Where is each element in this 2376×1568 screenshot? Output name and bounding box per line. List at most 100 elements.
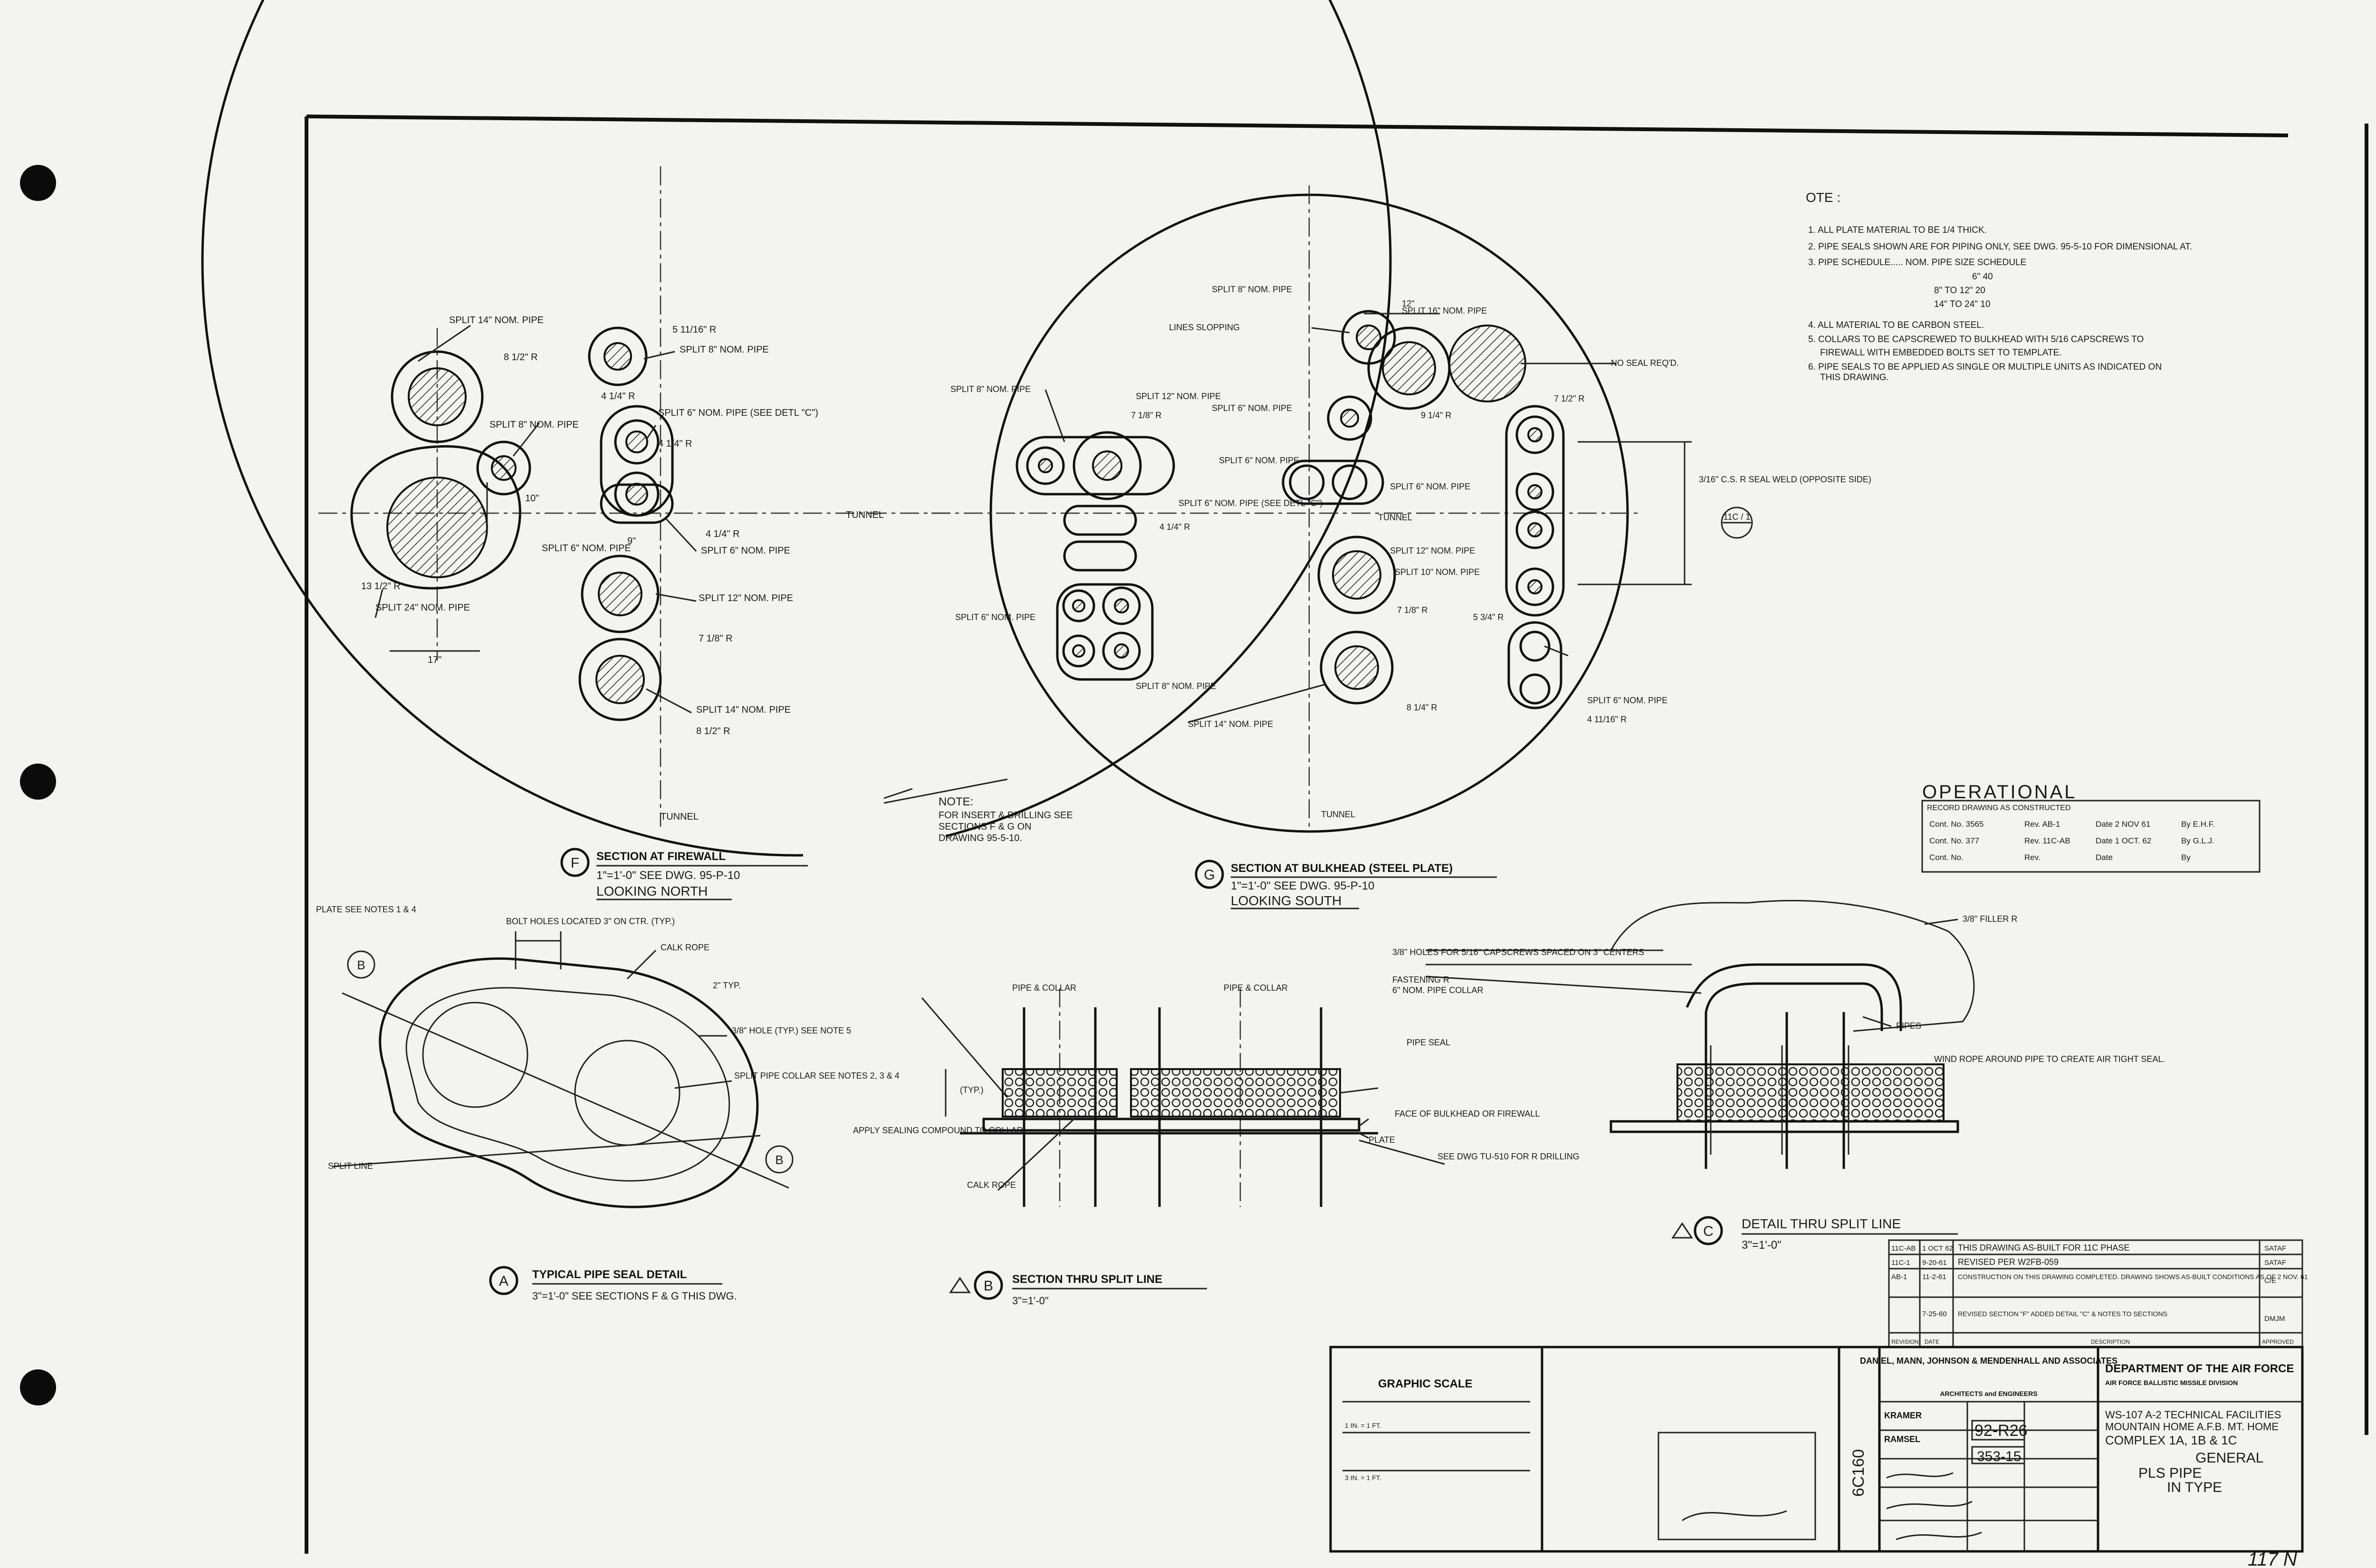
label-g-4: SPLIT 8" NOM. PIPE — [950, 384, 1031, 394]
section-f-drawing — [201, 0, 1392, 857]
note-5: 5. COLLARS TO BE CAPSCREWED TO BULKHEAD … — [1808, 335, 2144, 344]
section-f-view: LOOKING NORTH — [596, 884, 708, 899]
detail-a-labels: PLATE SEE NOTES 1 & 4 BOLT HOLES LOCATED… — [316, 905, 900, 1171]
label-c-0: 3/8" FILLER R — [1963, 914, 2017, 924]
note-6b: THIS DRAWING. — [1820, 373, 1889, 382]
label-f-13: SPLIT 12" NOM. PIPE — [699, 593, 793, 603]
general-notes: OTE : 1. ALL PLATE MATERIAL TO BE 1/4 TH… — [1806, 190, 2192, 382]
rev-3-date: 7-25-60 — [1922, 1310, 1947, 1318]
note-1: 1. ALL PLATE MATERIAL TO BE 1/4 THICK. — [1808, 225, 1987, 235]
note-4: 4. ALL MATERIAL TO BE CARBON STEEL. — [1808, 320, 1984, 330]
rev-2-date: 11-2-61 — [1922, 1273, 1946, 1281]
name-ramsel: RAMSEL — [1884, 1434, 1920, 1444]
label-g-23: 3/16" C.S. R SEAL WELD (OPPOSITE SIDE) — [1699, 475, 1871, 484]
notes-heading: OTE : — [1806, 190, 1840, 205]
label-g-9: SPLIT 6" NOM. PIPE — [1219, 456, 1299, 465]
rev-1-date: 9-20-61 — [1922, 1259, 1947, 1267]
section-f-title-text: SECTION AT FIREWALL — [596, 850, 726, 863]
section-b-letter: B — [984, 1278, 993, 1294]
detail-c-drawing — [1425, 899, 1975, 1169]
graphic-scale-title: GRAPHIC SCALE — [1378, 1377, 1473, 1390]
page-number: 117 N — [2248, 1549, 2297, 1568]
note-box-line-2: DRAWING 95-5-10. — [939, 833, 1022, 843]
section-b-title: B SECTION THRU SPLIT LINE 3"=1'-0" — [949, 1271, 1207, 1307]
label-f-18: TUNNEL — [661, 812, 699, 822]
label-g-12: SPLIT 6" NOM. PIPE — [1390, 482, 1470, 491]
label-g-24: TUNNEL — [1321, 810, 1355, 819]
op-row-2-rev: Rev. — [2024, 853, 2041, 862]
rev-header-approved: APPROVED — [2262, 1339, 2294, 1345]
label-g-10: SPLIT 6" NOM. PIPE (SEE DETL "C") — [1178, 498, 1322, 508]
label-a-0: PLATE SEE NOTES 1 & 4 — [316, 905, 416, 914]
drawing-title-2: PLS PIPE — [2138, 1465, 2202, 1481]
rev-3-desc: REVISED SECTION "F" ADDED DETAIL "C" & N… — [1958, 1310, 2167, 1318]
op-row-1-date: Date 1 OCT. 62 — [2096, 836, 2151, 845]
detail-c-letter: C — [1703, 1224, 1714, 1239]
label-c-1: 3/8" HOLES FOR 5/16" CAPSCREWS SPACED ON… — [1392, 947, 1644, 957]
section-g-title-text: SECTION AT BULKHEAD (STEEL PLATE) — [1231, 862, 1453, 875]
rev-0-date: 1 OCT 62 — [1922, 1244, 1953, 1252]
label-f-16: 8 1/2" R — [696, 726, 730, 736]
label-f-6: SPLIT 6" NOM. PIPE (SEE DETL "C") — [658, 408, 818, 418]
rev-0-by: SATAF — [2264, 1244, 2286, 1252]
label-f-20: 9" — [627, 536, 636, 546]
sheet-border — [305, 115, 2368, 1554]
label-f-19: 17" — [428, 655, 441, 665]
note-2: 2. PIPE SEALS SHOWN ARE FOR PIPING ONLY,… — [1808, 242, 2192, 252]
rev-0-sym: 11C-AB — [1891, 1244, 1916, 1252]
op-row-0-by: By E.H.F. — [2181, 820, 2215, 829]
op-row-2-by: By — [2181, 853, 2191, 862]
label-f-2: SPLIT 8" NOM. PIPE — [489, 420, 579, 430]
detail-a-scale: 3"=1'-0" SEE SECTIONS F & G THIS DWG. — [532, 1290, 737, 1302]
section-marker-b-top: B — [357, 958, 365, 972]
section-f-title: F SECTION AT FIREWALL 1"=1'-0" SEE DWG. … — [560, 848, 808, 900]
rev-header-description: DESCRIPTION — [2091, 1339, 2130, 1345]
op-row-2-date: Date — [2096, 853, 2113, 862]
note-5b: FIREWALL WITH EMBEDDED BOLTS SET TO TEMP… — [1820, 348, 2062, 358]
op-row-0-cont: Cont. No. 3565 — [1929, 820, 1983, 829]
label-f-1: 8 1/2" R — [504, 352, 538, 363]
label-f-12: SPLIT 24" NOM. PIPE — [375, 602, 470, 613]
note-3a: 6" 40 — [1972, 272, 1993, 282]
operational-stamp: OPERATIONAL RECORD DRAWING AS CONSTRUCTE… — [1921, 782, 2261, 873]
binder-hole-3 — [20, 1369, 56, 1405]
section-g-callout: 11C / 1 — [1721, 507, 1753, 539]
rev-1-sym: 11C-1 — [1891, 1259, 1910, 1267]
op-row-2-cont: Cont. No. — [1929, 853, 1964, 862]
detail-a-drawing: B B — [332, 931, 794, 1208]
label-g-15: SPLIT 10" NOM. PIPE — [1395, 567, 1480, 577]
label-b-5: SEE DWG TU-510 FOR R DRILLING — [1437, 1152, 1580, 1161]
label-f-8: SPLIT 6" NOM. PIPE — [542, 543, 631, 554]
sheet-number: 353-15 — [1977, 1449, 2021, 1464]
label-f-7: 4 1/4" R — [658, 439, 692, 449]
label-b-7: CALK ROPE — [967, 1180, 1016, 1190]
detail-c-title-text: DETAIL THRU SPLIT LINE — [1742, 1216, 1901, 1231]
detail-a-letter: A — [499, 1273, 508, 1289]
section-b-labels: PIPE & COLLAR PIPE & COLLAR PIPE SEAL FA… — [853, 983, 1580, 1190]
section-g-view: LOOKING SOUTH — [1231, 893, 1341, 908]
label-b-3: FACE OF BULKHEAD OR FIREWALL — [1395, 1109, 1540, 1119]
detail-c-title: C DETAIL THRU SPLIT LINE 3"=1'-0" — [1671, 1216, 1958, 1252]
label-b-2: PIPE SEAL — [1407, 1038, 1450, 1047]
label-g-17: SPLIT 6" NOM. PIPE — [955, 612, 1035, 622]
label-f-4: SPLIT 8" NOM. PIPE — [680, 344, 769, 355]
note-box-line-1: SECTIONS F & G ON — [939, 822, 1032, 832]
label-b-1: PIPE & COLLAR — [1224, 983, 1288, 993]
rev-2-by: C/E — [2264, 1277, 2276, 1285]
section-g-drawing — [883, 185, 1692, 833]
detail-a-title-text: TYPICAL PIPE SEAL DETAIL — [532, 1268, 687, 1281]
op-row-1-rev: Rev. 11C-AB — [2024, 836, 2070, 845]
firm-subtitle: ARCHITECTS and ENGINEERS — [1940, 1390, 2037, 1397]
label-g-20: 8 1/4" R — [1407, 703, 1437, 712]
label-f-14: 7 1/8" R — [699, 633, 733, 644]
label-b-0: PIPE & COLLAR — [1012, 983, 1076, 993]
rev-1-by: SATAF — [2264, 1259, 2286, 1267]
label-b-6: APPLY SEALING COMPOUND TO COLLAR — [853, 1126, 1023, 1135]
drawing-title-3: IN TYPE — [2167, 1480, 2222, 1495]
op-row-1-cont: Cont. No. 377 — [1929, 836, 1979, 845]
detail-c-labels: 3/8" FILLER R 3/8" HOLES FOR 5/16" CAPSC… — [1392, 914, 2165, 1064]
op-row-0-rev: Rev. AB-1 — [2024, 820, 2060, 829]
note-3b: 8" TO 12" 20 — [1934, 286, 1985, 296]
label-g-19: SPLIT 14" NOM. PIPE — [1188, 719, 1273, 729]
